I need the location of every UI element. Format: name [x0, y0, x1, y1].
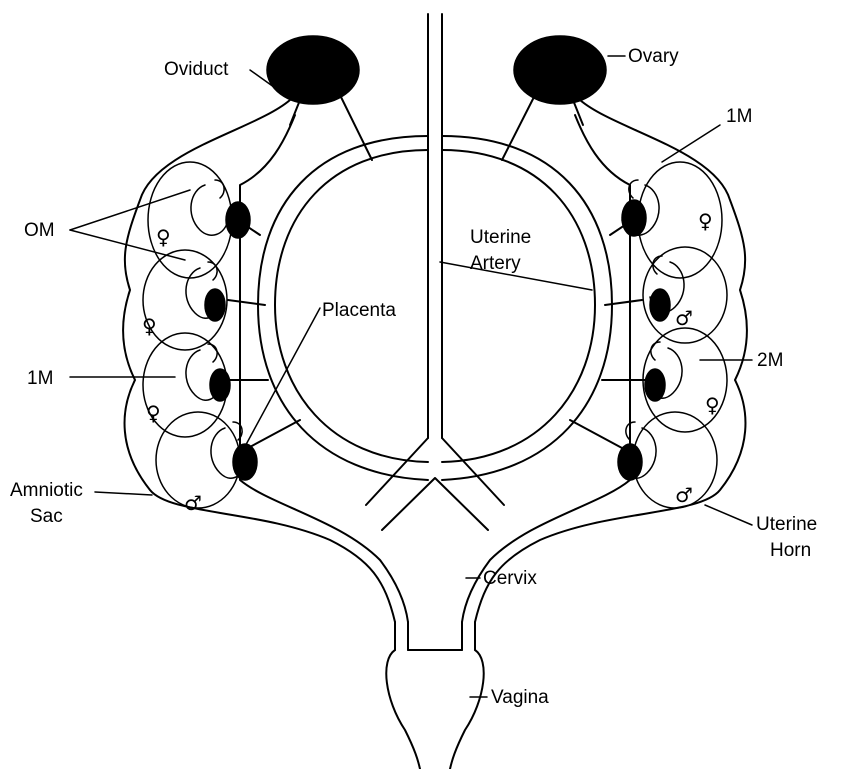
uterine-horn-label-line2: Horn — [770, 540, 811, 561]
ovary-label: Ovary — [628, 46, 679, 67]
right-ovary — [502, 36, 606, 160]
right-1m-label: 1M — [726, 106, 752, 127]
two-m-label: 2M — [757, 350, 783, 371]
left-sex-symbols: ♀ ♀ ♀ ♂ — [142, 225, 202, 515]
right-sex-symbols: ♀ ♂ ♀ ♂ — [675, 209, 720, 507]
left-fetus-4-sex: ♂ — [184, 491, 202, 515]
right-placentas — [618, 200, 670, 480]
uterine-horn-label-line1: Uterine — [756, 514, 817, 535]
right-fetus-4-sex: ♂ — [675, 483, 693, 507]
cervix-label: Cervix — [483, 568, 537, 589]
vagina-label: Vagina — [491, 687, 549, 708]
om-label: OM — [24, 220, 55, 241]
amniotic-sac-label-line2: Sac — [30, 506, 63, 527]
uterine-artery-label-line1: Uterine — [470, 227, 531, 248]
oviduct-label: Oviduct — [164, 59, 229, 80]
amniotic-sac-label-line1: Amniotic — [10, 480, 83, 501]
uterine-artery-label-line2: Artery — [470, 253, 521, 274]
left-1m-label: 1M — [27, 368, 53, 389]
right-amniotic-sacs — [633, 162, 727, 508]
left-fetus-1-sex: ♀ — [156, 225, 171, 249]
cervix — [395, 622, 475, 650]
right-fetus-1-sex: ♀ — [698, 209, 713, 233]
right-fetus-3-sex: ♀ — [705, 393, 720, 417]
vagina — [386, 650, 483, 769]
placenta-label: Placenta — [322, 300, 396, 321]
left-fetus-3-sex: ♀ — [146, 401, 161, 425]
left-fetus-2-sex: ♀ — [142, 314, 157, 338]
right-fetus-2-sex: ♂ — [675, 306, 693, 330]
